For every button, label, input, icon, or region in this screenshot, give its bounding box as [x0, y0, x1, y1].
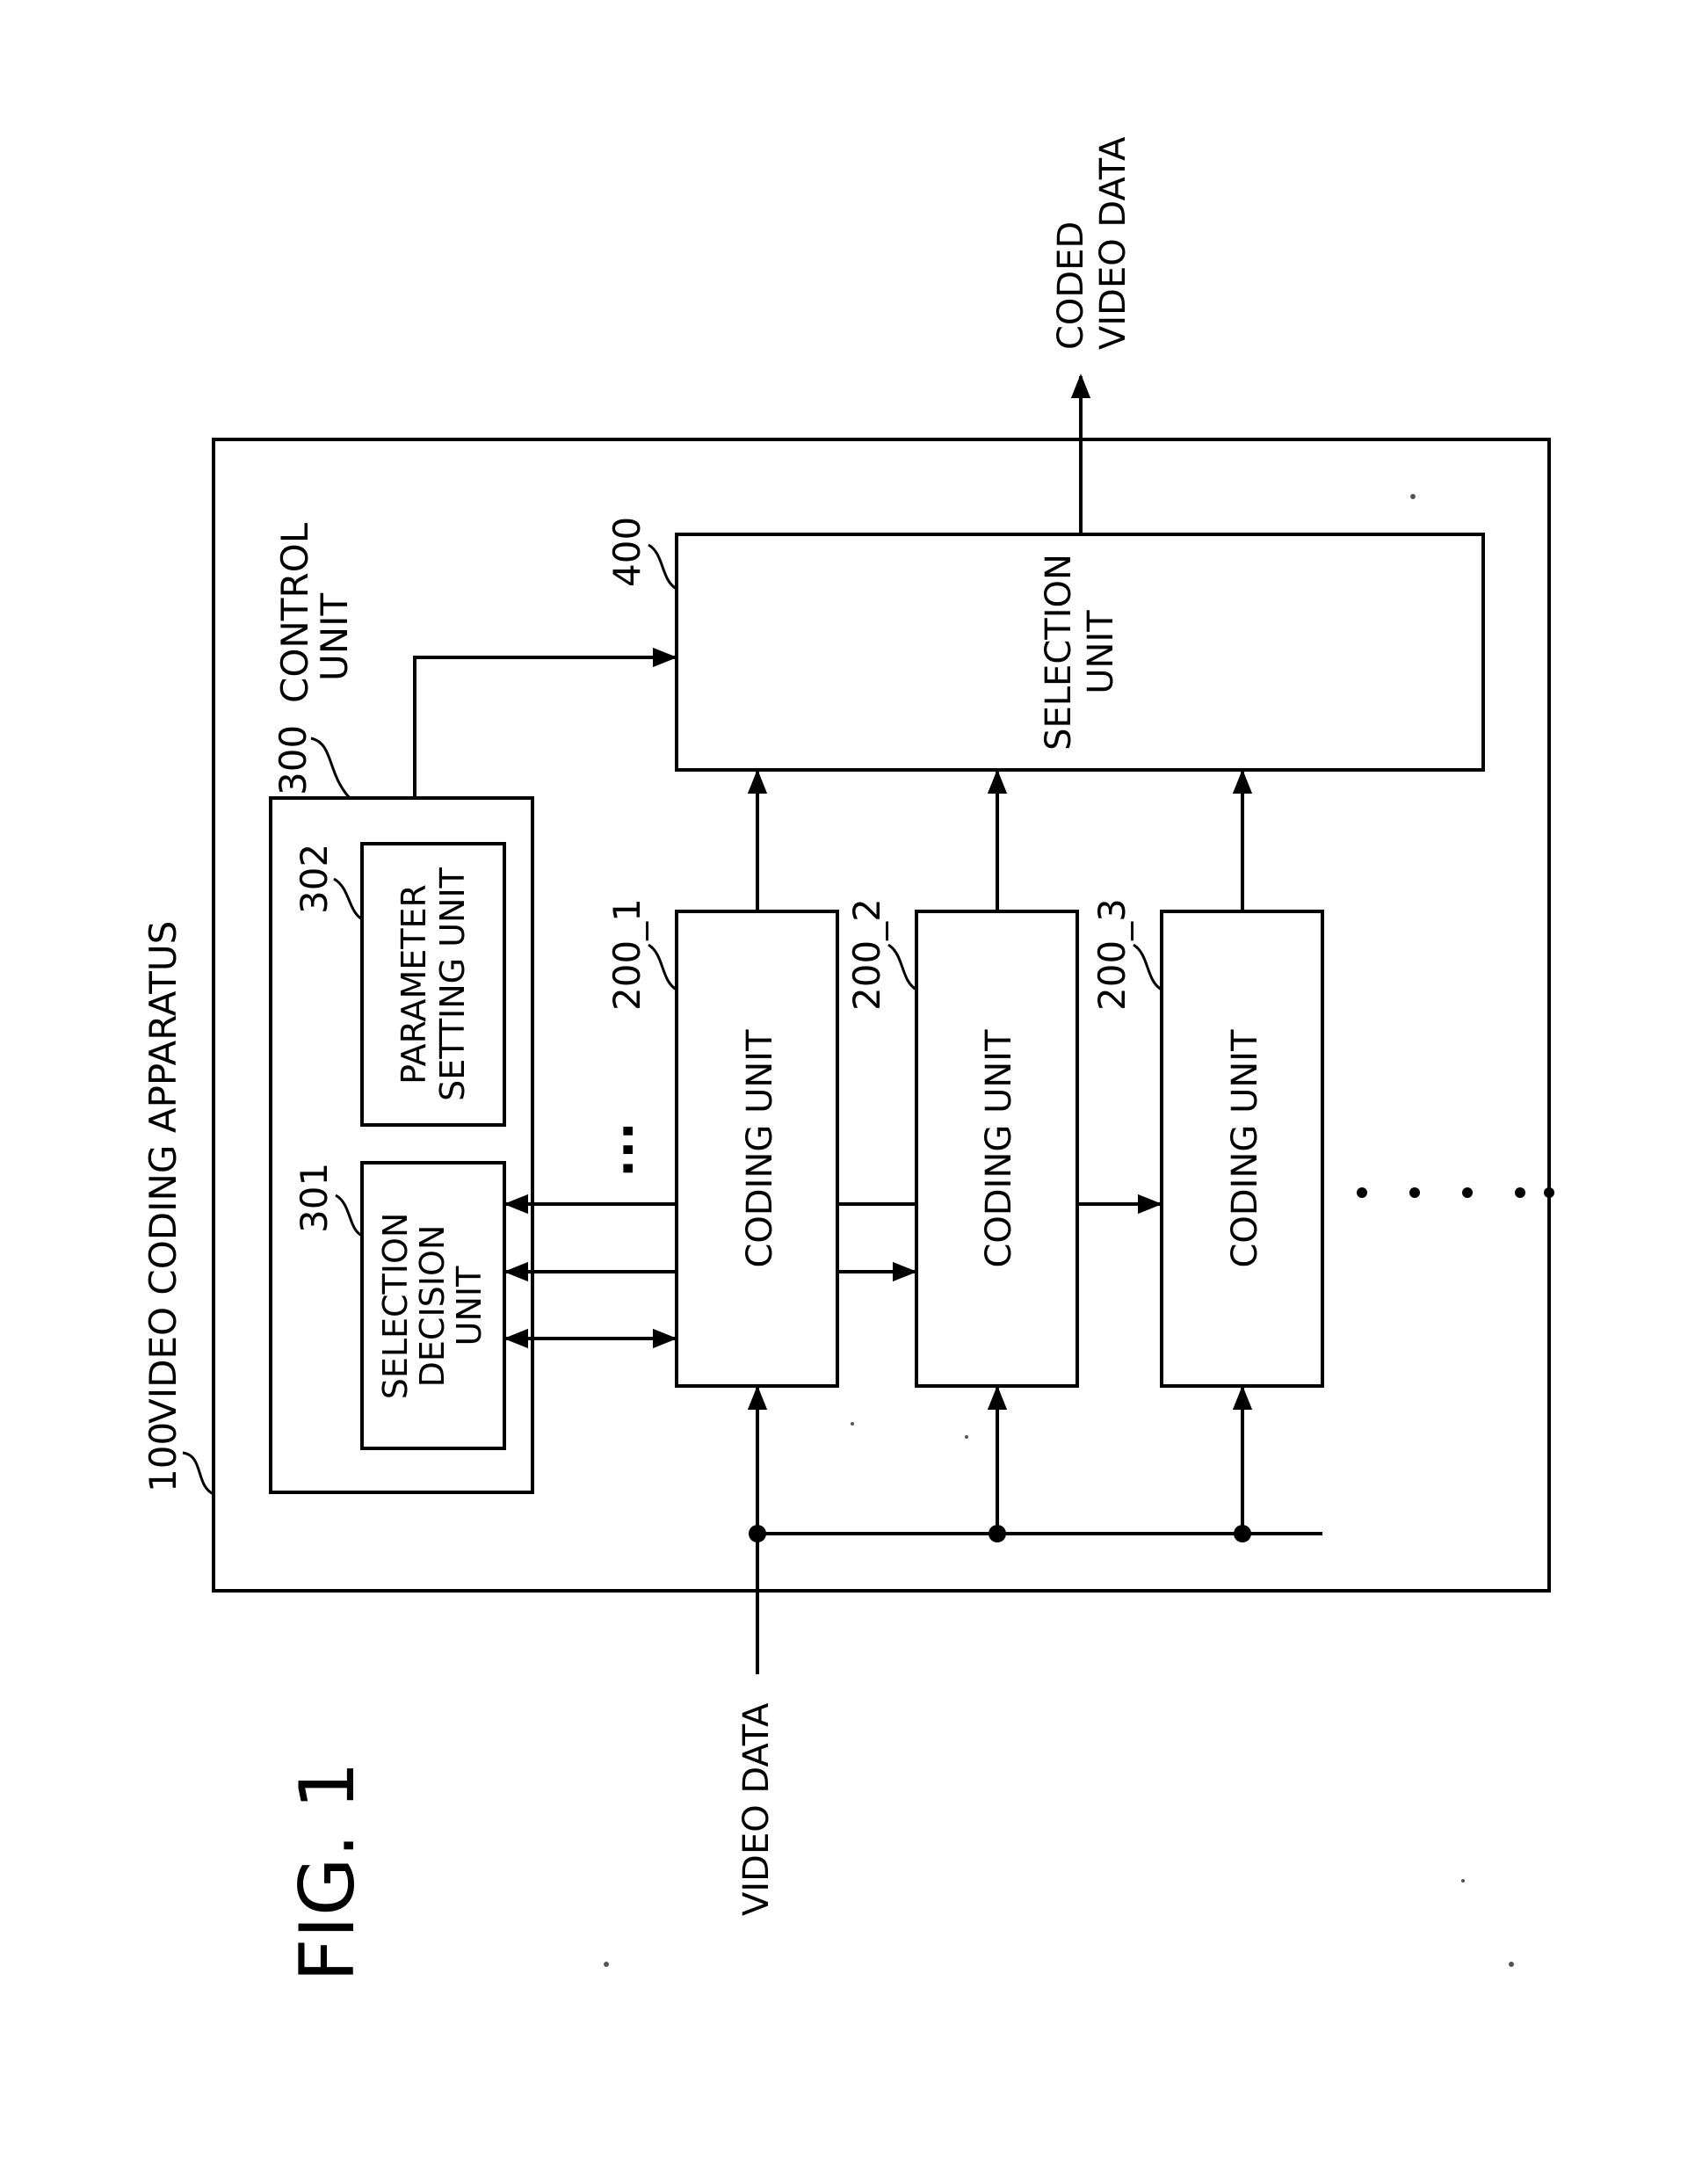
- coded-video-data-line2: VIDEO DATA: [1093, 136, 1133, 350]
- selection-unit-line2: UNIT: [1081, 610, 1121, 694]
- selection-decision-unit-ref: 301: [293, 1163, 336, 1233]
- apparatus-ref-leader: [183, 1453, 214, 1494]
- figure-label: FIG. 1: [284, 1761, 372, 1982]
- video-data-input-label: VIDEO DATA: [736, 1702, 777, 1916]
- selection-decision-unit-line2: DECISION: [413, 1225, 452, 1388]
- selection-unit-box: [677, 534, 1483, 770]
- scan-speck-4: [604, 1962, 609, 1967]
- continuation-dot-3: [1462, 1187, 1473, 1198]
- control-unit-name-line2: UNIT: [313, 592, 356, 681]
- selection-unit-ref: 400: [605, 517, 648, 587]
- apparatus-ref: 100: [141, 1422, 185, 1492]
- parameter-setting-unit-line1: PARAMETER: [395, 884, 433, 1085]
- coding-unit-2-ref: 200_2: [845, 898, 888, 1011]
- continuation-dot-5: [1544, 1187, 1554, 1198]
- coded-video-data-line1: CODED: [1051, 221, 1091, 350]
- scan-speck-5: [1509, 1962, 1514, 1967]
- scan-speck-2: [851, 1422, 854, 1426]
- parameter-setting-unit-line2: SETTING UNIT: [433, 867, 472, 1100]
- control-unit-ref: 300: [272, 725, 315, 795]
- scan-speck-3: [965, 1435, 968, 1439]
- coding-unit-3-ref: 200_3: [1090, 898, 1133, 1011]
- continuation-dot-2: [1409, 1187, 1420, 1198]
- selection-unit-line1: SELECTION: [1039, 554, 1079, 751]
- coding-unit-1-name: CODING UNIT: [740, 1029, 780, 1268]
- continuation-dot-1: [1357, 1187, 1367, 1198]
- scan-speck-6: [1461, 1879, 1465, 1883]
- continuation-dot-4: [1515, 1187, 1525, 1198]
- selection-decision-unit-line3: UNIT: [450, 1266, 489, 1346]
- coding-unit-1-ref: 200_1: [605, 898, 648, 1011]
- ellipsis-vertical: ...: [588, 1121, 645, 1178]
- selection-decision-unit-line1: SELECTION: [376, 1213, 415, 1400]
- control-unit-name-line1: CONTROL: [273, 522, 316, 703]
- scan-speck-1: [1410, 494, 1416, 499]
- coding-unit-2-name: CODING UNIT: [979, 1029, 1019, 1268]
- parameter-setting-unit-ref: 302: [293, 844, 336, 914]
- apparatus-name: VIDEO CODING APPARATUS: [141, 921, 185, 1424]
- coding-unit-3-name: CODING UNIT: [1225, 1029, 1265, 1268]
